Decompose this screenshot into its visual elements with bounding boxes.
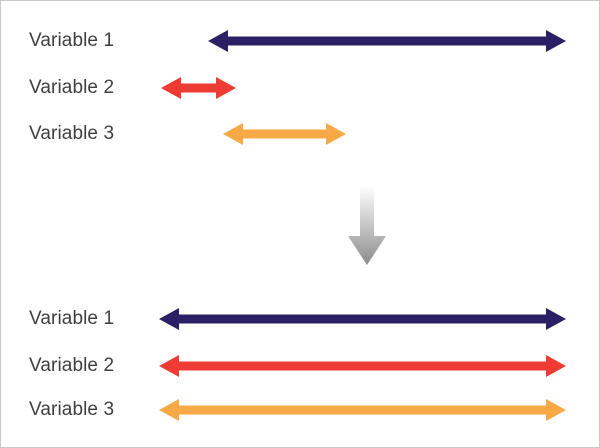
down-arrow-icon bbox=[345, 186, 389, 266]
before-row-1-label: Variable 1 bbox=[29, 30, 115, 51]
after-row-2-label: Variable 2 bbox=[29, 355, 115, 376]
before-row-2-arrow bbox=[161, 68, 236, 108]
before-row-3-arrow bbox=[223, 114, 346, 154]
after-row-1: Variable 1 bbox=[1, 299, 599, 339]
before-row-1-arrow bbox=[208, 21, 566, 61]
before-panel: Variable 1 Variable 2 Variable 3 bbox=[1, 1, 599, 176]
before-row-2-label: Variable 2 bbox=[29, 77, 115, 98]
transform-panel bbox=[1, 176, 599, 286]
after-panel: Variable 1 Variable 2 Variable 3 bbox=[1, 286, 599, 447]
before-row-1: Variable 1 bbox=[1, 21, 599, 61]
after-row-2: Variable 2 bbox=[1, 346, 599, 386]
after-row-1-label: Variable 1 bbox=[29, 308, 115, 329]
after-row-3: Variable 3 bbox=[1, 390, 599, 430]
after-row-3-arrow bbox=[159, 390, 566, 430]
before-row-2: Variable 2 bbox=[1, 68, 599, 108]
after-row-3-label: Variable 3 bbox=[29, 399, 115, 420]
after-row-2-arrow bbox=[159, 346, 566, 386]
before-row-3-label: Variable 3 bbox=[29, 123, 115, 144]
before-row-3: Variable 3 bbox=[1, 114, 599, 154]
after-row-1-arrow bbox=[159, 299, 566, 339]
